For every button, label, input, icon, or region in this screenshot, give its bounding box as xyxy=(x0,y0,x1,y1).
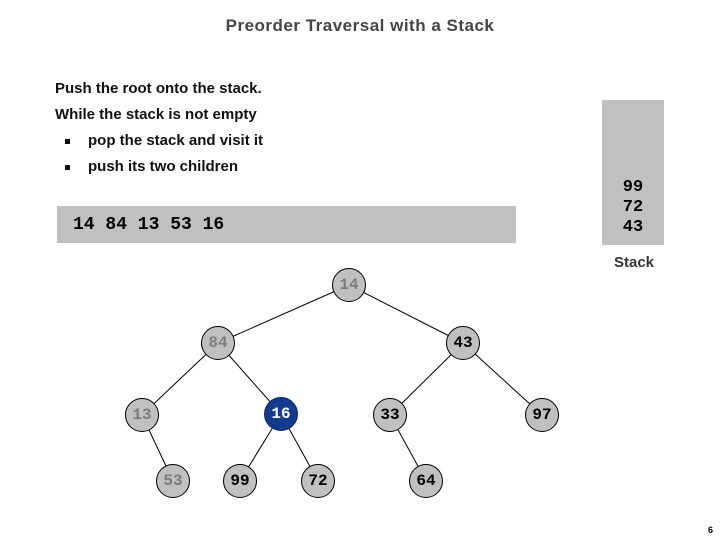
visited-output-box: 14 84 13 53 16 xyxy=(57,206,516,243)
stack-item: 72 xyxy=(622,198,644,217)
tree-node-99: 99 xyxy=(223,464,257,498)
node-value: 99 xyxy=(230,472,250,490)
tree-node-64: 64 xyxy=(409,464,443,498)
node-value: 97 xyxy=(532,406,552,424)
stack-item: 99 xyxy=(622,178,644,197)
algorithm-description: Push the root onto the stack. While the … xyxy=(55,76,475,180)
stack-item: 43 xyxy=(622,218,644,237)
node-value: 14 xyxy=(339,276,359,294)
tree-node-53: 53 xyxy=(156,464,190,498)
tree-node-16-current: 16 xyxy=(264,397,298,431)
tree-node-84: 84 xyxy=(201,326,235,360)
instruction-line-1: Push the root onto the stack. xyxy=(55,80,262,97)
bullet-text: push its two children xyxy=(88,158,239,175)
bullet-square-icon xyxy=(65,164,70,170)
bullet-item: push its two children xyxy=(55,154,475,180)
bullet-square-icon xyxy=(65,138,70,144)
tree-node-13: 13 xyxy=(125,398,159,432)
page-number: 6 xyxy=(707,525,713,535)
node-value: 53 xyxy=(163,472,183,490)
tree-node-43: 43 xyxy=(446,326,480,360)
visited-sequence: 14 84 13 53 16 xyxy=(73,214,225,235)
tree-node-72: 72 xyxy=(301,464,335,498)
slide-title: Preorder Traversal with a Stack xyxy=(225,16,495,35)
tree-node-14: 14 xyxy=(332,268,366,302)
node-value: 84 xyxy=(208,334,228,352)
node-value: 43 xyxy=(453,334,473,352)
stack-box: 99 72 43 xyxy=(602,100,664,245)
node-value: 16 xyxy=(271,405,291,423)
node-value: 13 xyxy=(132,406,152,424)
bullet-text: pop the stack and visit it xyxy=(88,132,264,149)
tree-node-33: 33 xyxy=(373,398,407,432)
node-value: 64 xyxy=(416,472,436,490)
tree-node-97: 97 xyxy=(525,398,559,432)
bullet-item: pop the stack and visit it xyxy=(55,128,475,154)
node-value: 33 xyxy=(380,406,400,424)
node-value: 72 xyxy=(308,472,328,490)
instruction-line-2: While the stack is not empty xyxy=(55,106,257,123)
stack-label: Stack xyxy=(613,254,655,271)
